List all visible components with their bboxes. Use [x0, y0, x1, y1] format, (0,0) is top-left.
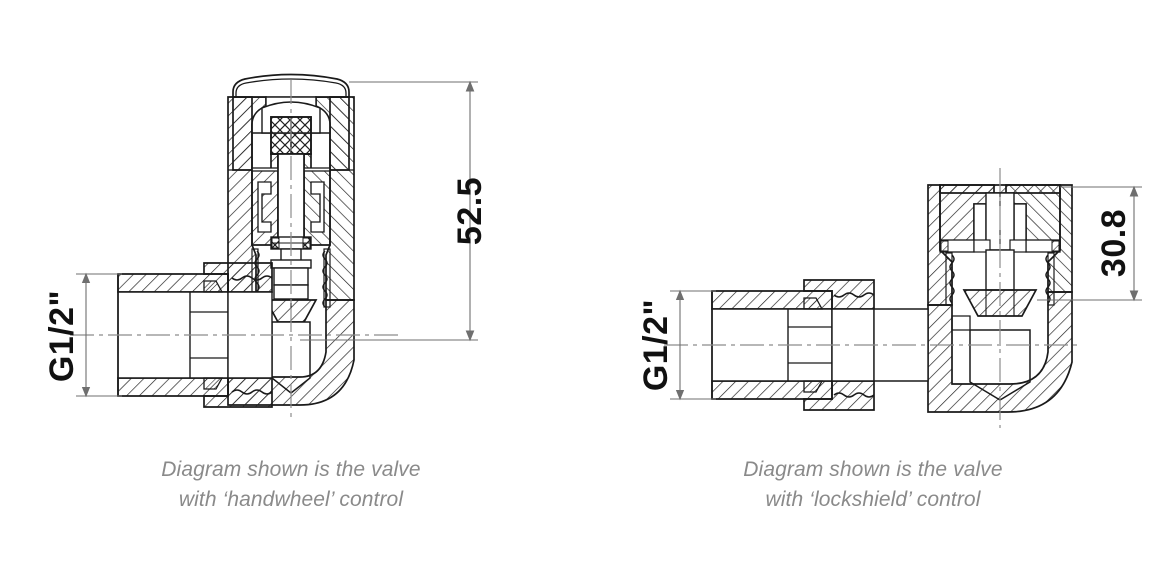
- dimension-thread: [670, 289, 716, 401]
- handwheel-valve-drawing: 52.5 G1/2": [43, 73, 489, 420]
- dimension-label-height: 30.8: [1095, 209, 1133, 277]
- centre-lines: [70, 80, 400, 420]
- packing-washers: [939, 239, 1061, 253]
- lockshield-elbow-body: [927, 291, 1073, 413]
- lockshield-centre-lines: [664, 168, 1082, 428]
- lockshield-valve-drawing: 30.8 G1/2": [637, 168, 1142, 428]
- dimension-label-thread: G1/2": [637, 299, 675, 391]
- handwheel-valve-panel: 52.5 G1/2" Diagram shown is the valve wi…: [0, 73, 582, 515]
- dimension-thread: [76, 272, 122, 398]
- caption-line-2: with ‘handwheel’ control: [178, 488, 404, 511]
- caption-line-2: with ‘lockshield’ control: [765, 488, 981, 511]
- handwheel-caption: Diagram shown is the valve with ‘handwhe…: [0, 455, 582, 515]
- caption-line-1: Diagram shown is the valve: [743, 458, 1003, 481]
- dimension-52-5: [300, 80, 478, 342]
- body-spigot: [227, 291, 273, 379]
- caption-line-1: Diagram shown is the valve: [161, 458, 421, 481]
- lockshield-valve-panel: 30.8 G1/2" Diagram shown is the valve wi…: [582, 0, 1164, 575]
- lockshield-caption: Diagram shown is the valve with ‘lockshi…: [582, 455, 1164, 515]
- dimension-label-height: 52.5: [451, 177, 489, 245]
- lockshield-inlet-pipe: [711, 290, 833, 400]
- dimension-30-8: [1037, 185, 1142, 302]
- dimension-label-thread: G1/2": [43, 290, 81, 382]
